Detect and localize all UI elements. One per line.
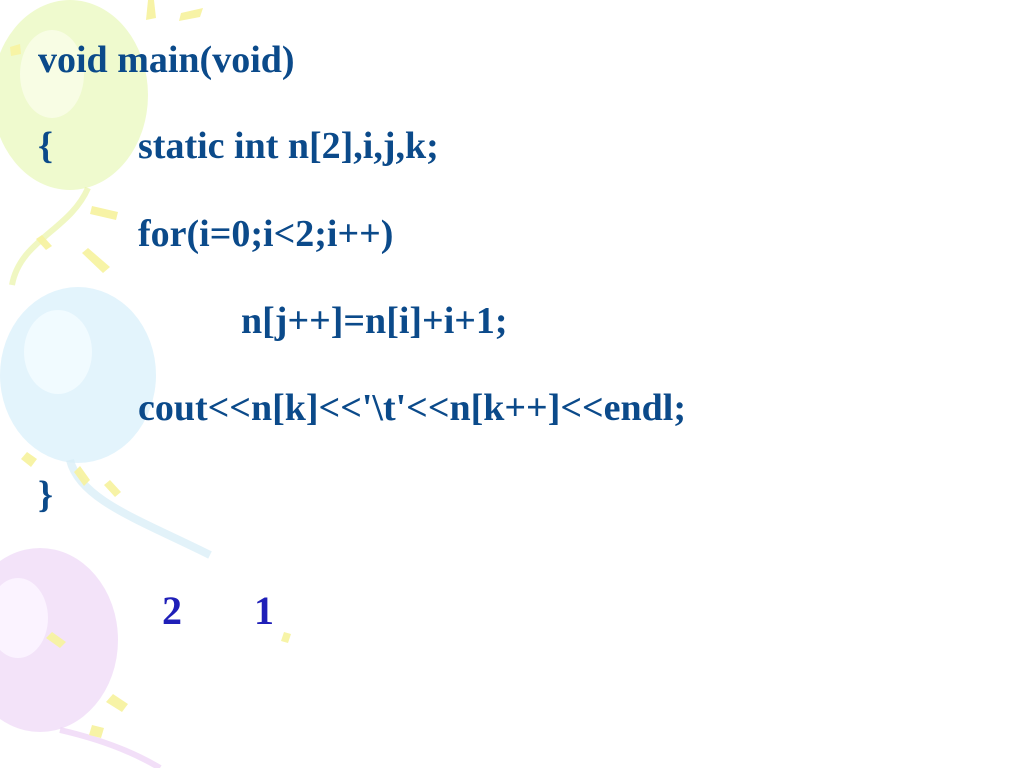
code-line-main: void main(void)	[38, 39, 295, 81]
blue-balloon-icon	[0, 287, 212, 559]
confetti-icon	[10, 0, 291, 738]
output-value-2: 1	[254, 588, 274, 633]
green-balloon-icon	[0, 0, 148, 286]
code-close-brace: }	[38, 474, 53, 516]
code-line-assignment: n[j++]=n[i]+i+1;	[241, 300, 508, 342]
code-open-brace: {	[38, 125, 53, 167]
purple-balloon-icon	[0, 548, 162, 768]
code-line-cout: cout<<n[k]<<'\t'<<n[k++]<<endl;	[138, 387, 687, 429]
code-line-for: for(i=0;i<2;i++)	[138, 213, 394, 255]
code-line-declaration: static int n[2],i,j,k;	[138, 125, 439, 167]
output-value-1: 2	[162, 588, 182, 633]
